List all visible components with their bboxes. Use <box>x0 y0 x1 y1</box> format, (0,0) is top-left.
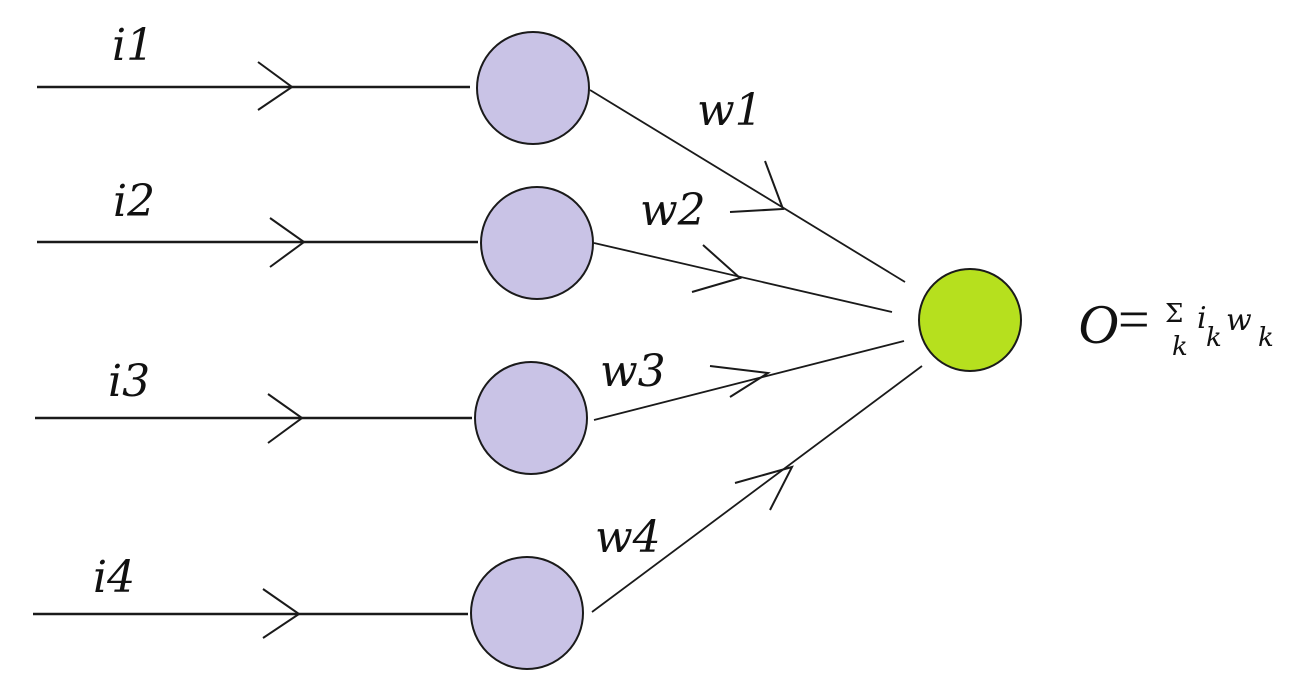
input-label-3: i3 <box>108 356 150 407</box>
input-label-1: i1 <box>112 20 154 71</box>
weight-line-1 <box>589 89 906 283</box>
weight-arrow-4 <box>734 465 794 511</box>
weight-label-3: w3 <box>600 346 666 397</box>
output-formula: O = Σ k i k w k <box>1078 289 1274 362</box>
formula-equals: = <box>1118 289 1150 351</box>
weight-line-4 <box>591 365 923 613</box>
formula-weight-var: w <box>1226 303 1252 338</box>
input-arrow-3 <box>267 393 304 444</box>
input-arrow-4 <box>262 588 301 639</box>
input-arrow-2 <box>269 217 306 268</box>
output-node <box>918 268 1022 372</box>
input-label-4: i4 <box>93 552 135 603</box>
weight-arrow-3 <box>709 365 771 398</box>
input-node-3 <box>474 361 588 475</box>
formula-input-sub: k <box>1206 323 1222 353</box>
weight-arrow-1 <box>729 160 785 213</box>
input-label-2: i2 <box>113 176 155 227</box>
input-node-1 <box>476 31 590 145</box>
input-node-4 <box>470 556 584 670</box>
formula-sum-index: k <box>1172 332 1188 362</box>
weight-label-1: w1 <box>697 85 763 136</box>
formula-sum-symbol: Σ <box>1165 299 1183 329</box>
input-node-2 <box>480 186 594 300</box>
formula-lhs: O <box>1078 294 1118 356</box>
weight-label-4: w4 <box>595 512 661 563</box>
weight-line-2 <box>593 242 893 313</box>
input-arrow-1 <box>257 61 294 111</box>
formula-input-var: i <box>1197 301 1207 336</box>
formula-weight-sub: k <box>1258 323 1274 353</box>
weight-label-2: w2 <box>640 185 706 236</box>
weight-arrow-2 <box>691 244 743 293</box>
weight-line-3 <box>593 340 905 421</box>
